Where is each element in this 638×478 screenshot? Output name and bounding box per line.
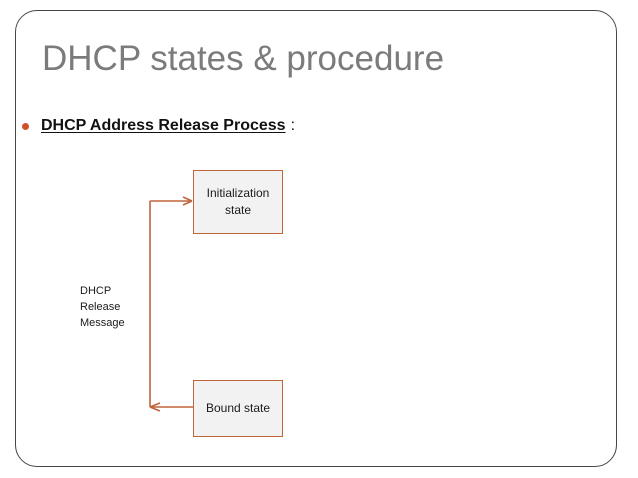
state-box-initialization: Initialization state: [193, 170, 283, 234]
bullet-item-label: DHCP Address Release Process: [41, 117, 286, 134]
bullet-item: DHCP Address Release Process :: [22, 115, 295, 137]
state-box-bound: Bound state: [193, 380, 283, 437]
bullet-item-colon: :: [290, 117, 296, 134]
bullet-dot-icon: [22, 122, 29, 130]
slide-frame-border: [15, 10, 617, 467]
page-title: DHCP states & procedure: [42, 39, 445, 78]
connector-label-release-message: DHCP Release Message: [80, 285, 125, 329]
